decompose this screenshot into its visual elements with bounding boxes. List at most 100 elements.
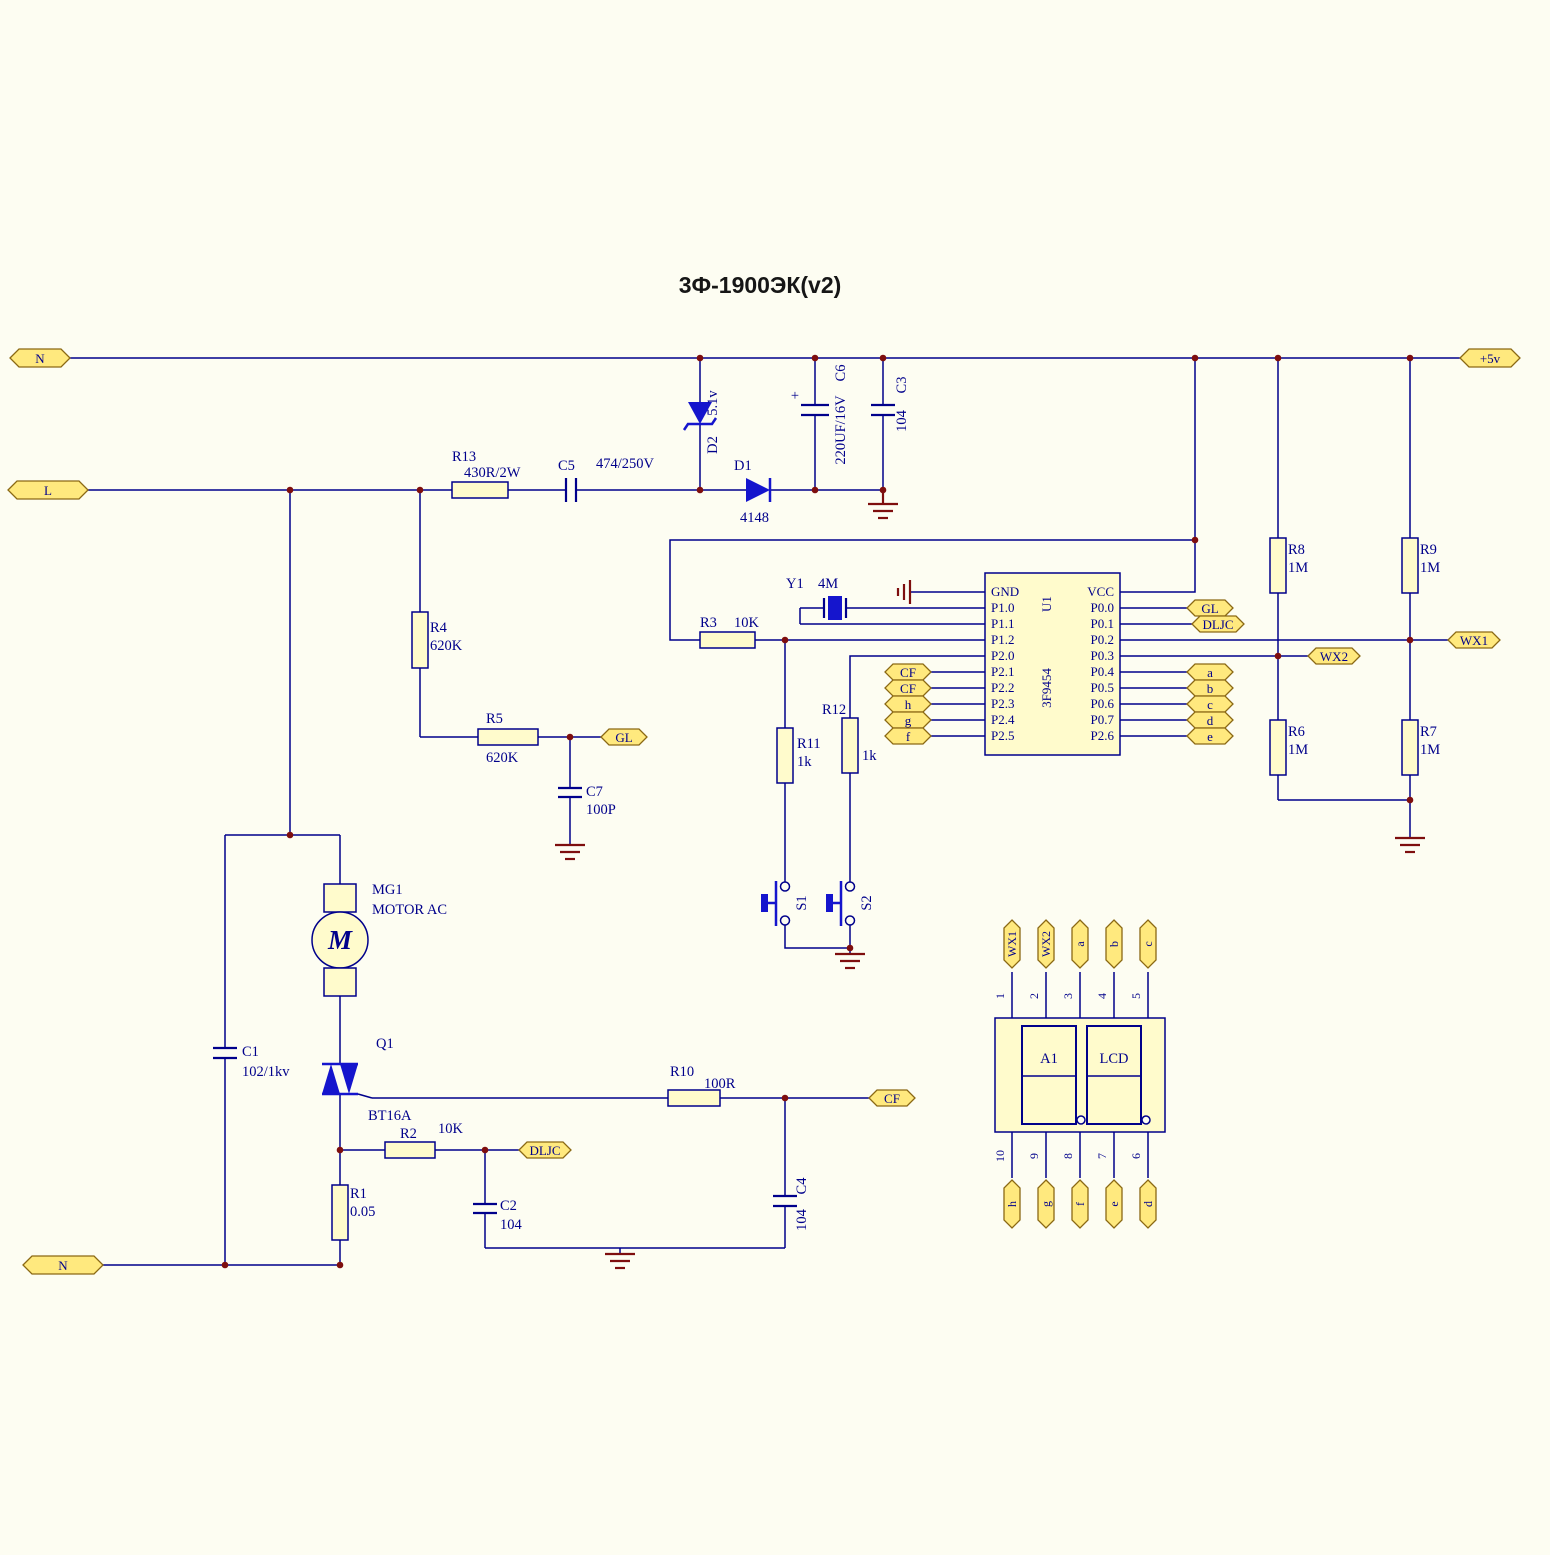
- triac-q1: Q1 BT16A: [322, 1036, 412, 1124]
- resistor-r7: R7 1M: [1401, 719, 1440, 776]
- junction-dots: [221, 354, 1414, 1269]
- switch-terminal: [844, 881, 856, 892]
- lcd-top-pin-numbers: 1 2 3 4 5: [993, 993, 1143, 999]
- capacitor-c5: C5 474/250V: [558, 456, 655, 502]
- zener-symbol: [688, 402, 712, 424]
- c7-value-label: 100P: [586, 802, 616, 818]
- r13-ref-label: R13: [452, 449, 476, 465]
- r2-ref-label: R2: [400, 1126, 417, 1142]
- r1-value-label: 0.05: [350, 1204, 375, 1220]
- power-flag-n-bottom: N: [22, 1255, 104, 1275]
- triac-triangle: [322, 1064, 340, 1094]
- r9-ref-label: R9: [1420, 542, 1437, 558]
- r12-value-label: 1k: [862, 748, 877, 764]
- resistor-r2: R2 10K: [384, 1121, 464, 1159]
- r3-value-label: 10K: [734, 615, 760, 631]
- net-flag-a-p04: a: [1186, 663, 1234, 681]
- pin-number: 10: [993, 1150, 1007, 1162]
- lcd-top-flags: WX1 WX2 a b c: [1003, 919, 1157, 969]
- lcd-digit-cell: [1086, 1025, 1142, 1125]
- flag-label: f: [1073, 1202, 1087, 1206]
- a1-value-label: LCD: [1100, 1051, 1129, 1067]
- q1-value-label: BT16A: [368, 1108, 412, 1124]
- flag-label: GL: [615, 730, 632, 745]
- c3-ref-label: C3: [894, 377, 910, 394]
- pin-label: P2.3: [991, 696, 1014, 711]
- switch-terminal: [844, 915, 856, 926]
- net-flag-cf-r10: CF: [868, 1089, 916, 1107]
- c5-value-label: 474/250V: [596, 456, 655, 472]
- flag-label: CF: [884, 1091, 900, 1106]
- net-flag-wx1-right: WX1: [1447, 631, 1501, 649]
- resistor-body: [1269, 537, 1287, 594]
- flag-label: d: [1141, 1201, 1155, 1207]
- flag-label: h: [1005, 1201, 1019, 1207]
- resistor-r3: R3 10K: [699, 615, 760, 649]
- resistor-body: [331, 1184, 349, 1241]
- net-flag-g-p24: g: [884, 711, 932, 729]
- flag-label: a: [1073, 941, 1087, 947]
- power-flag-plus5v: +5v: [1459, 348, 1521, 368]
- c6-ref-label: C6: [833, 365, 849, 382]
- y1-ref-label: Y1: [786, 576, 804, 592]
- resistor-body: [477, 728, 539, 746]
- flag-label: g: [905, 713, 912, 728]
- r5-value-label: 620K: [486, 750, 519, 766]
- ground-bottom: [605, 1252, 635, 1270]
- pin-label: P0.7: [1091, 712, 1115, 727]
- pin-label: P2.0: [991, 648, 1014, 663]
- flag-label: WX2: [1320, 649, 1348, 664]
- ground-mcu-gnd: [896, 580, 912, 604]
- c6-polarity-label: +: [791, 388, 799, 404]
- crystal-body: [828, 596, 842, 620]
- resistor-body: [411, 611, 429, 669]
- y1-value-label: 4M: [818, 576, 838, 592]
- ground-c7: [555, 843, 585, 861]
- s2-ref-label: S2: [859, 895, 875, 910]
- net-flag-d-p07: d: [1186, 711, 1234, 729]
- r4-value-label: 620K: [430, 638, 463, 654]
- net-flag-e-p26: e: [1186, 727, 1234, 745]
- resistor-r11: R11 1k: [776, 727, 821, 784]
- pin-number: 4: [1095, 993, 1109, 999]
- r5-ref-label: R5: [486, 711, 503, 727]
- r9-value-label: 1M: [1420, 560, 1440, 576]
- c7-ref-label: C7: [586, 784, 603, 800]
- decimal-point: [1076, 1115, 1086, 1125]
- d1-value-label: 4148: [740, 510, 769, 526]
- flag-label: DLJC: [1202, 617, 1233, 632]
- c1-value-label: 102/1kv: [242, 1064, 290, 1080]
- c3-value-label: 104: [894, 409, 910, 432]
- resistor-r5: R5 620K: [477, 711, 539, 766]
- button-cap: [826, 894, 833, 912]
- wires: [70, 357, 1460, 1266]
- flag-label: b: [1207, 681, 1214, 696]
- resistor-r4: R4 620K: [411, 611, 463, 669]
- pin-label: P2.6: [1091, 728, 1115, 743]
- flag-label: c: [1141, 941, 1155, 946]
- c2-value-label: 104: [500, 1217, 523, 1233]
- pin-label: P0.0: [1091, 600, 1114, 615]
- r6-value-label: 1M: [1288, 742, 1308, 758]
- net-flag-gl-r5: GL: [600, 728, 648, 746]
- flag-label: WX1: [1005, 931, 1019, 957]
- capacitor-c7: C7 100P: [558, 784, 616, 818]
- motor-symbol-letter: M: [327, 925, 353, 955]
- zener-cathode-bar: [682, 417, 718, 431]
- power-flag-l: L: [7, 480, 89, 500]
- r3-ref-label: R3: [700, 615, 717, 631]
- resistor-body: [384, 1141, 436, 1159]
- d2-ref-label: D2: [705, 436, 721, 454]
- pin-label: P2.5: [991, 728, 1014, 743]
- resistor-body: [776, 727, 794, 784]
- net-flag-b-p05: b: [1186, 679, 1234, 697]
- pin-number: 8: [1061, 1153, 1075, 1159]
- resistor-body: [1269, 719, 1287, 776]
- net-flag-cf-p21: CF: [884, 663, 932, 681]
- mg1-value-label: MOTOR AC: [372, 902, 447, 918]
- s1-ref-label: S1: [794, 895, 810, 910]
- pin-number: 7: [1095, 1153, 1109, 1159]
- pin-label: GND: [991, 584, 1019, 599]
- resistor-body: [667, 1089, 721, 1107]
